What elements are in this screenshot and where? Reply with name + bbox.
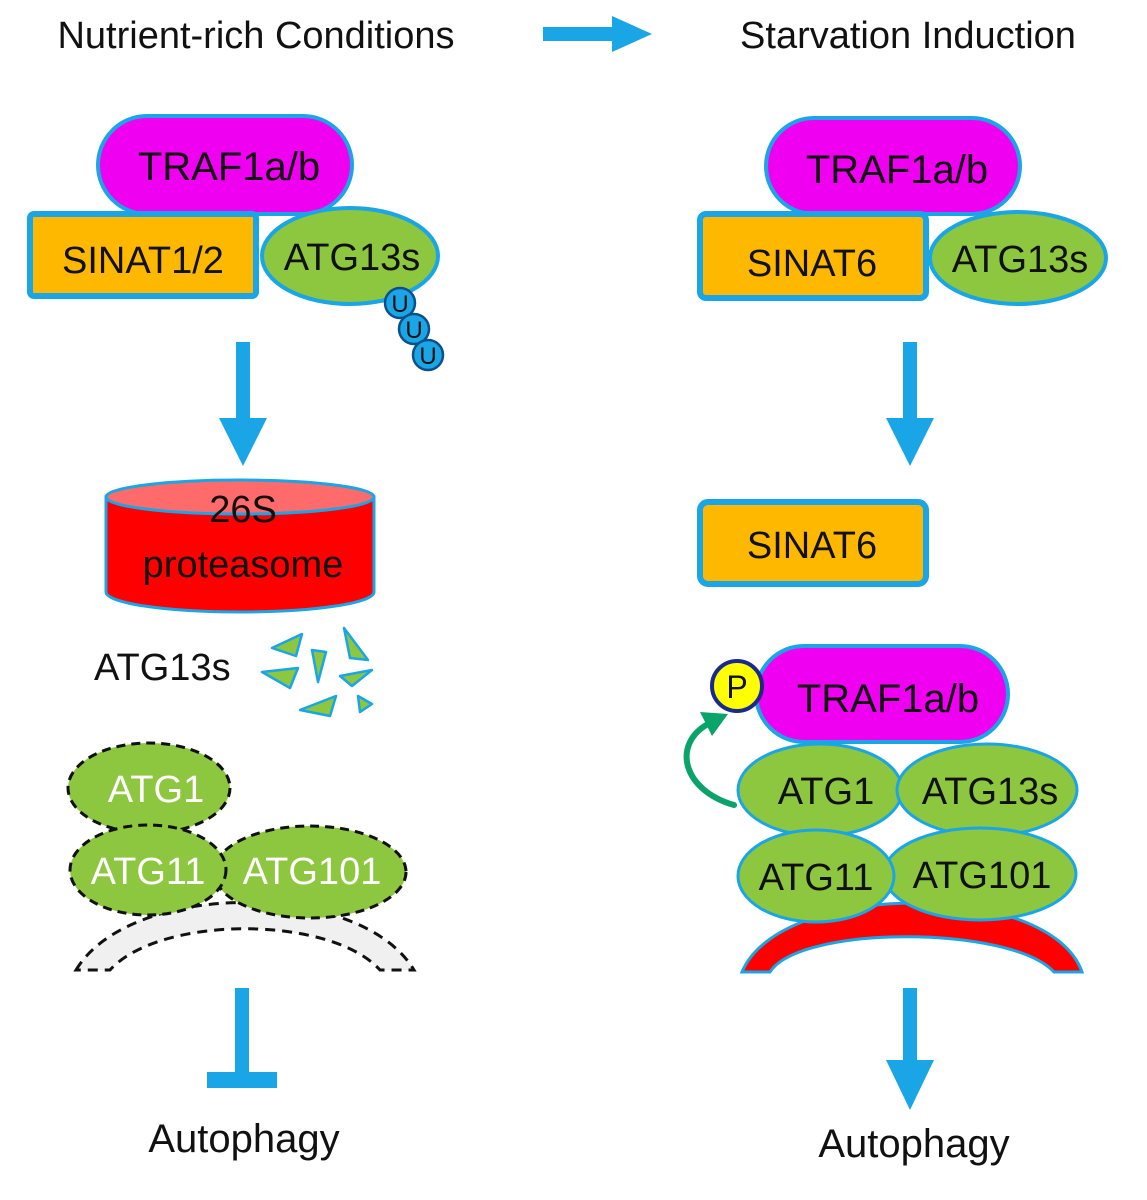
right-autophagy-label: Autophagy [818, 1122, 1009, 1166]
ubiquitin-circle [397, 312, 431, 346]
ubiquitin-chain: U U U [383, 286, 445, 372]
ubiquitin-label: U [391, 291, 408, 318]
left-down-arrow-1 [219, 342, 267, 466]
inhibition-symbol [207, 988, 277, 1088]
left-sinat-box [27, 211, 259, 299]
right-traf-p-label: TRAF1a/b [797, 677, 979, 721]
right-down-arrow-2 [886, 988, 934, 1110]
proteasome-body [104, 495, 376, 614]
ubiquitin-label: U [419, 343, 436, 370]
left-atg11-ellipse [68, 823, 228, 917]
right-traf-label: TRAF1a/b [806, 148, 988, 192]
left-atg11-label: ATG11 [91, 851, 206, 893]
left-atg1-ellipse [66, 741, 232, 835]
right-sinat-label: SINAT6 [747, 243, 877, 285]
right-atg101-label: ATG101 [913, 855, 1052, 897]
right-atg1-label: ATG1 [778, 771, 874, 813]
left-atg13s-label: ATG13s [284, 237, 421, 279]
left-atg13s-ellipse [260, 206, 440, 306]
proteasome-label-line2: proteasome [143, 544, 344, 586]
right-atg13s-ellipse [928, 210, 1108, 306]
right-sinat-free-box [697, 499, 929, 587]
right-atg13s-2-label: ATG13s [922, 771, 1059, 813]
fragments-label: ATG13s [94, 647, 231, 689]
right-sinat-box [697, 211, 929, 301]
ubiquitin-circle [383, 286, 417, 320]
right-sinat-free-label: SINAT6 [747, 525, 877, 567]
phosphorylation-curved-arrow [683, 712, 737, 808]
left-autophagy-label: Autophagy [148, 1117, 339, 1161]
right-atg11-ellipse [736, 828, 896, 924]
ubiquitin-label: U [405, 317, 422, 344]
phospho-label: P [726, 669, 747, 705]
right-column-title: Starvation Induction [740, 15, 1076, 57]
header-arrow [543, 16, 652, 52]
proteasome-cylinder [104, 478, 376, 614]
proteasome-top [104, 478, 376, 516]
right-down-arrow-1 [886, 342, 934, 466]
atg13s-fragments [260, 626, 374, 718]
left-atg101-label: ATG101 [243, 851, 382, 893]
right-atg11-label: ATG11 [759, 857, 874, 899]
right-atg13s-label: ATG13s [952, 239, 1089, 281]
ubiquitin-circle [411, 338, 445, 372]
proteasome-label-line1: 26S [209, 489, 277, 531]
phospho-circle [710, 659, 764, 713]
left-traf-label: TRAF1a/b [138, 145, 320, 189]
left-atg1-label: ATG1 [108, 769, 204, 811]
left-column-title: Nutrient-rich Conditions [57, 15, 454, 57]
left-sinat-label: SINAT1/2 [62, 240, 224, 282]
